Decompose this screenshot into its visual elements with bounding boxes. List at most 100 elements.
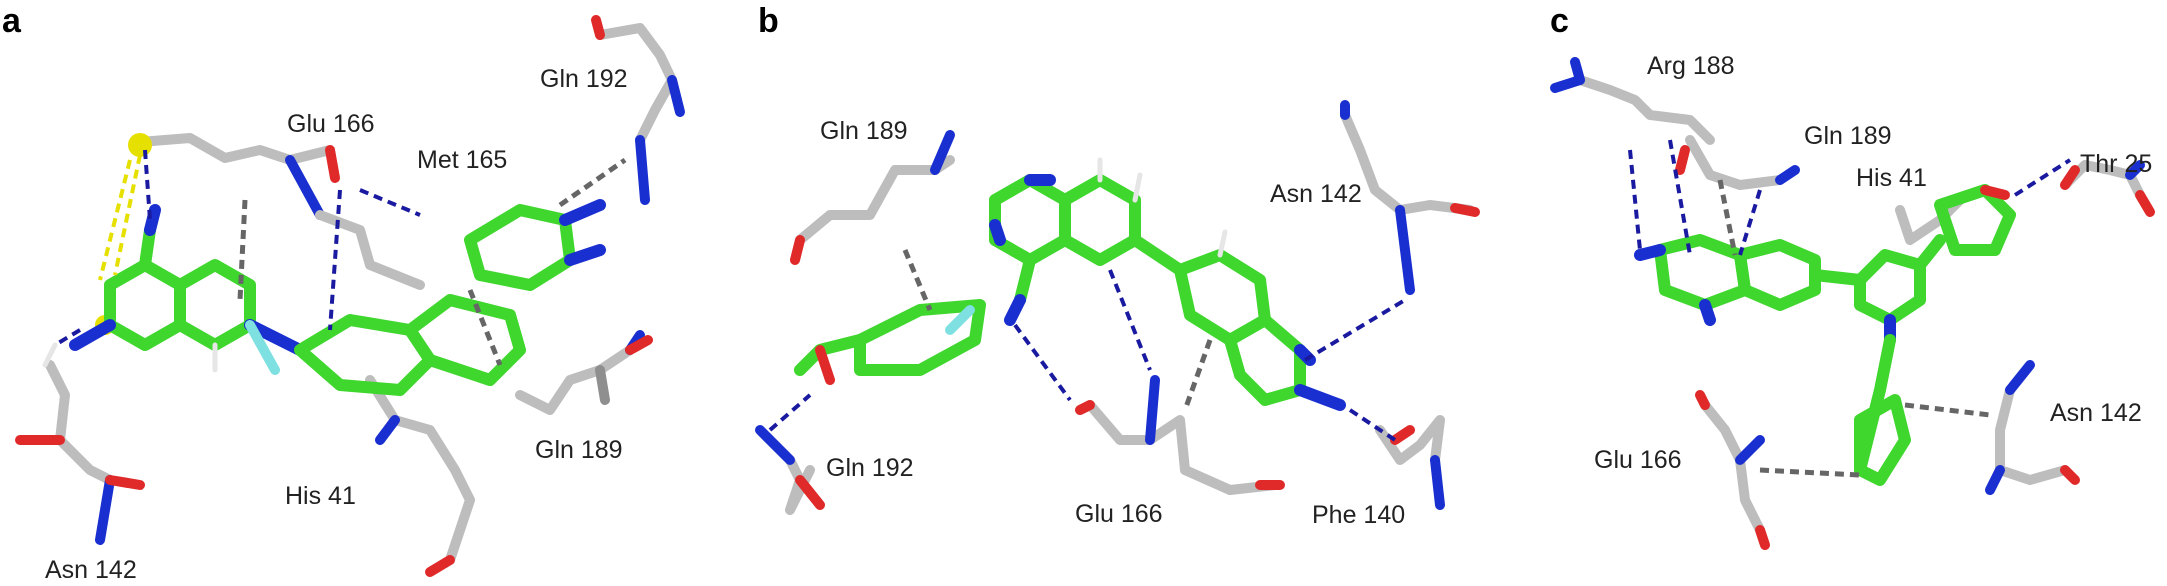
ligand-n-1	[144, 204, 161, 236]
ligand-n-1	[1634, 244, 1666, 261]
glu166-nitrogen	[1735, 435, 1765, 465]
glu166-backbone	[135, 133, 335, 165]
arg188-nitrogen-2	[1550, 75, 1585, 93]
hbond	[143, 149, 152, 221]
glu166-nitrogen	[285, 155, 325, 220]
phe140-nitrogen	[1430, 455, 1445, 510]
label-gln189: Gln 189	[535, 436, 623, 464]
label-gln189: Gln 189	[1804, 122, 1892, 150]
label-thr25: Thr 25	[2080, 150, 2152, 178]
ligand-n-4	[564, 244, 606, 266]
ligand-ring-3	[854, 299, 986, 376]
contact	[1717, 179, 1738, 256]
glu166-chain	[1085, 400, 1280, 495]
panel-c-interactions	[1628, 139, 2072, 478]
his41-oxygen	[425, 555, 455, 577]
asn142-oxygen-2	[105, 475, 145, 490]
ligand-ring-2	[1059, 174, 1141, 266]
panel-a-interactions	[53, 149, 627, 366]
asn142-nitrogen	[95, 475, 115, 545]
sulfur-contact-2	[98, 159, 132, 281]
hbond-4	[53, 328, 82, 347]
gln189-nitrogen	[1775, 165, 1800, 185]
panel-a-protein-sticks	[15, 15, 685, 577]
label-glu166: Glu 166	[1594, 446, 1682, 474]
hbond	[1628, 149, 1642, 251]
panel-b-interactions	[768, 249, 1407, 442]
panel-c: c	[1550, 2, 2155, 550]
hbond-3	[1738, 189, 1762, 256]
ligand-ring-4	[1934, 184, 2016, 256]
label-gln192: Gln 192	[826, 454, 914, 482]
ligand-h-3	[1217, 229, 1228, 258]
hbond-2	[1108, 269, 1152, 371]
ligand-ring-1	[1654, 234, 1751, 311]
gln192-oxygen	[591, 15, 605, 40]
contact	[237, 199, 248, 301]
asn142-oxygen	[1450, 203, 1480, 217]
gln192-chain	[595, 23, 677, 145]
ligand-ring-3	[1854, 249, 1926, 326]
hbond-5	[768, 393, 812, 432]
ligand-ring-2	[1734, 239, 1821, 311]
glu166-nitrogen	[1145, 375, 1160, 445]
ligand-n-4	[1294, 384, 1346, 411]
gln189-oxygen	[625, 335, 653, 355]
panel-a-ligand	[42, 199, 606, 396]
glu166-chain	[1700, 400, 1765, 535]
gln189-oxygen	[790, 235, 805, 265]
arg188-chain	[1575, 75, 1715, 145]
contact-3	[1759, 467, 1861, 478]
label-his41: His 41	[285, 482, 356, 510]
glu166-oxygen	[1075, 400, 1095, 415]
panel-a-letter: a	[2, 2, 22, 40]
label-his41: His 41	[1856, 164, 1927, 192]
label-glu166: Glu 166	[1075, 500, 1163, 528]
thr25-oxygen-2	[2135, 190, 2155, 217]
asn142-oxygen	[2060, 465, 2080, 485]
label-phe140: Phe 140	[1312, 501, 1405, 529]
ligand-n-2	[69, 319, 116, 351]
ligand-n-3	[559, 199, 606, 226]
contact-2	[558, 157, 627, 208]
panel-c-protein-sticks	[1550, 57, 2155, 550]
thr25-nitrogen	[2125, 160, 2145, 180]
contact-2	[1904, 402, 1991, 418]
contact	[902, 249, 933, 311]
thr25-oxygen	[2060, 165, 2080, 190]
ligand-ring-1	[989, 174, 1071, 266]
gln192-chain	[785, 455, 815, 515]
ligand-oxygen	[815, 345, 835, 385]
ligand-ring-5	[1224, 314, 1306, 406]
label-met165: Met 165	[417, 146, 507, 174]
contact-2	[1182, 339, 1213, 411]
label-glu166: Glu 166	[287, 110, 375, 138]
asn142-nitrogen-2	[1985, 465, 2005, 495]
ligand-ring-4	[404, 294, 526, 386]
ligand-oxygen	[1980, 185, 2010, 200]
ligand-n-2	[989, 219, 1006, 246]
gln189-chain	[795, 155, 955, 245]
panel-c-ligand	[1634, 184, 2016, 486]
contact-3	[467, 289, 503, 366]
ligand-bond	[1014, 254, 1036, 306]
met165-chain	[315, 210, 425, 290]
ligand-ring-5	[1854, 394, 1911, 486]
glu166-oxygen	[325, 145, 340, 183]
panel-b-letter: b	[758, 2, 779, 40]
ligand-amine-n	[1004, 294, 1026, 326]
gln192-nitrogen	[667, 75, 685, 117]
his41-nitrogen	[375, 415, 400, 445]
his41-chain	[1895, 195, 1965, 245]
label-gln189: Gln 189	[820, 117, 908, 145]
ligand-ring-5	[464, 204, 576, 291]
label-asn142: Asn 142	[2050, 399, 2142, 427]
gln189-sidechain	[595, 365, 610, 405]
label-asn142: Asn 142	[1270, 180, 1362, 208]
ligand-fluorine	[245, 320, 280, 375]
ligand-bond	[1914, 234, 1946, 271]
panel-c-letter: c	[1550, 2, 1569, 40]
hbond-4	[2013, 158, 2072, 197]
panel-b-ligand	[794, 157, 1346, 411]
